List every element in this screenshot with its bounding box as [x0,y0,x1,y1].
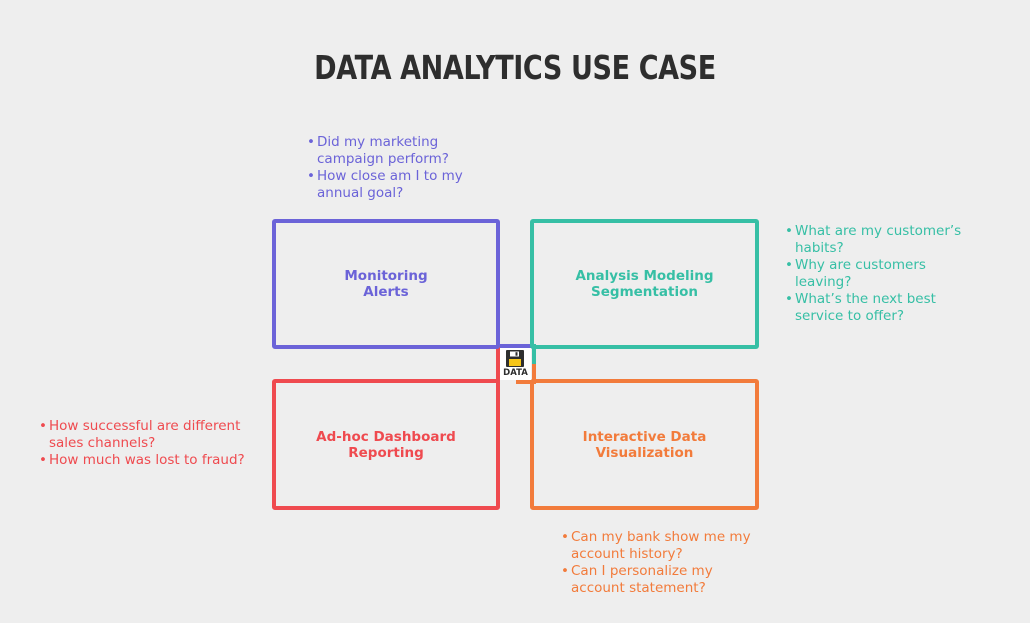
list-item: •Can my bank show me my account history? [561,529,751,562]
interactive-label: Interactive Data Visualization [582,428,707,461]
connector-left-top [496,344,500,364]
connector-right-top [532,344,536,364]
list-item: •Why are customers leaving? [785,257,926,290]
analysis-questions: •What are my customer’s habits? •Why are… [785,223,965,325]
adhoc-box: Ad-hoc Dashboard Reporting [272,379,500,510]
interactive-questions: •Can my bank show me my account history?… [561,529,751,597]
connector-top-right [516,344,536,348]
adhoc-label: Ad-hoc Dashboard Reporting [316,428,456,461]
list-item: •How close am I to my annual goal? [307,168,463,201]
list-item: •How much was lost to fraud? [39,452,245,468]
data-badge: DATA [500,348,531,380]
monitoring-box: Monitoring Alerts [272,219,500,349]
interactive-box: Interactive Data Visualization [530,379,759,510]
connector-left-bottom [496,364,500,384]
monitoring-questions: •Did my marketing campaign perform? •How… [307,134,497,202]
list-item: •What are my customer’s habits? [785,223,962,256]
analysis-box: Analysis Modeling Segmentation [530,219,759,349]
list-item: •Did my marketing campaign perform? [307,134,449,167]
connector-right-bottom [532,364,536,384]
analysis-label: Analysis Modeling Segmentation [575,268,714,300]
page-title: DATA ANALYTICS USE CASE [314,48,716,87]
connector-bottom-right [516,380,536,384]
list-item: •How successful are different sales chan… [39,418,241,451]
list-item: •What’s the next best service to offer? [785,291,936,324]
connector-top-left [496,344,516,348]
monitoring-label: Monitoring Alerts [344,268,428,300]
adhoc-questions: •How successful are different sales chan… [39,418,264,470]
list-item: •Can I personalize my account statement? [561,563,713,596]
data-label: DATA [503,368,528,378]
floppy-disk-icon [506,350,524,367]
center-connectors [496,344,536,384]
